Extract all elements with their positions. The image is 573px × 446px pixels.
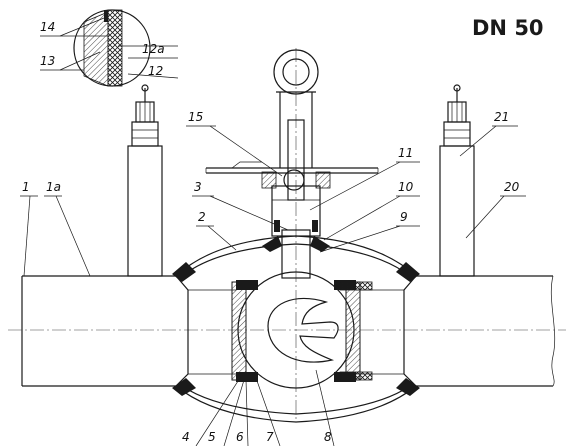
callout-12: 12 [148, 64, 163, 78]
pipe [21, 275, 556, 387]
vent-tube-left [127, 84, 163, 277]
callout-3: 3 [194, 180, 202, 194]
callout-13: 13 [40, 54, 55, 68]
callout-4: 4 [182, 430, 190, 444]
detail-inset [73, 9, 151, 87]
vent-tube-right [439, 84, 475, 277]
seat-rings [231, 280, 373, 382]
callout-1: 1 [22, 180, 30, 194]
callout-12a: 12a [142, 42, 165, 56]
callout-5: 5 [208, 430, 216, 444]
callout-6: 6 [236, 430, 244, 444]
callout-8: 8 [324, 430, 332, 444]
callout-21: 21 [494, 110, 509, 124]
callout-10: 10 [398, 180, 414, 194]
drawing-title: DN 50 [472, 16, 544, 40]
callout-9: 9 [400, 210, 408, 224]
ball [237, 271, 355, 389]
callout-2: 2 [198, 210, 206, 224]
callout-15: 15 [188, 110, 203, 124]
callout-20: 20 [504, 180, 520, 194]
callout-7: 7 [266, 430, 274, 444]
stem-assembly [205, 49, 379, 279]
callout-14: 14 [40, 20, 55, 34]
callout-labels: 1 1a 2 3 4 5 6 7 8 9 10 11 12 12a 13 14 … [22, 20, 520, 444]
callout-1a: 1a [46, 180, 61, 194]
callout-11: 11 [398, 146, 413, 160]
leader-lines [20, 17, 526, 446]
